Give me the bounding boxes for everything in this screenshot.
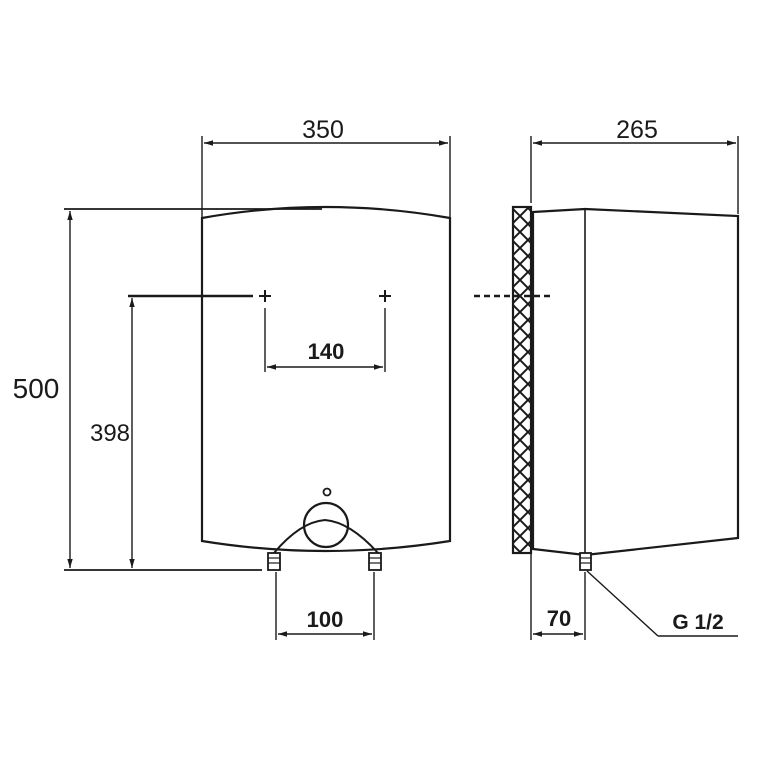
label-wall-clearance: 70 — [547, 606, 571, 631]
label-mount-height: 398 — [90, 420, 130, 447]
label-side-depth: 265 — [616, 116, 658, 144]
front-view: 350 500 398 140 100 — [13, 116, 452, 640]
thread-callout: G 1/2 — [586, 570, 738, 637]
label-total-height: 500 — [13, 373, 60, 404]
mount-hole-left — [259, 290, 271, 302]
label-mount-spacing: 140 — [308, 339, 345, 364]
label-pipe-spacing: 100 — [307, 607, 344, 632]
tank-front-outline — [200, 205, 452, 553]
dimension-mount-spacing: 140 — [264, 308, 386, 372]
dimension-mount-height: 398 — [90, 294, 253, 568]
dimension-pipe-spacing: 100 — [275, 572, 375, 640]
knob-housing — [273, 518, 379, 554]
wall-section — [511, 205, 533, 555]
indicator-lamp — [322, 487, 332, 497]
dimension-total-height: 500 — [13, 208, 322, 571]
dimension-side-depth: 265 — [530, 116, 739, 214]
label-front-width: 350 — [302, 116, 344, 144]
pipe-connector-right — [368, 552, 382, 571]
side-pipe-connector — [579, 552, 592, 571]
pipe-connector-left — [267, 552, 281, 571]
side-view: 265 70 G 1/2 — [474, 116, 740, 640]
tank-side-outline — [531, 207, 740, 557]
dimension-wall-clearance: 70 — [530, 553, 586, 640]
label-thread: G 1/2 — [672, 611, 723, 634]
mount-hole-right — [379, 290, 391, 302]
temperature-knob — [302, 501, 350, 549]
dimension-front-width: 350 — [201, 116, 451, 218]
